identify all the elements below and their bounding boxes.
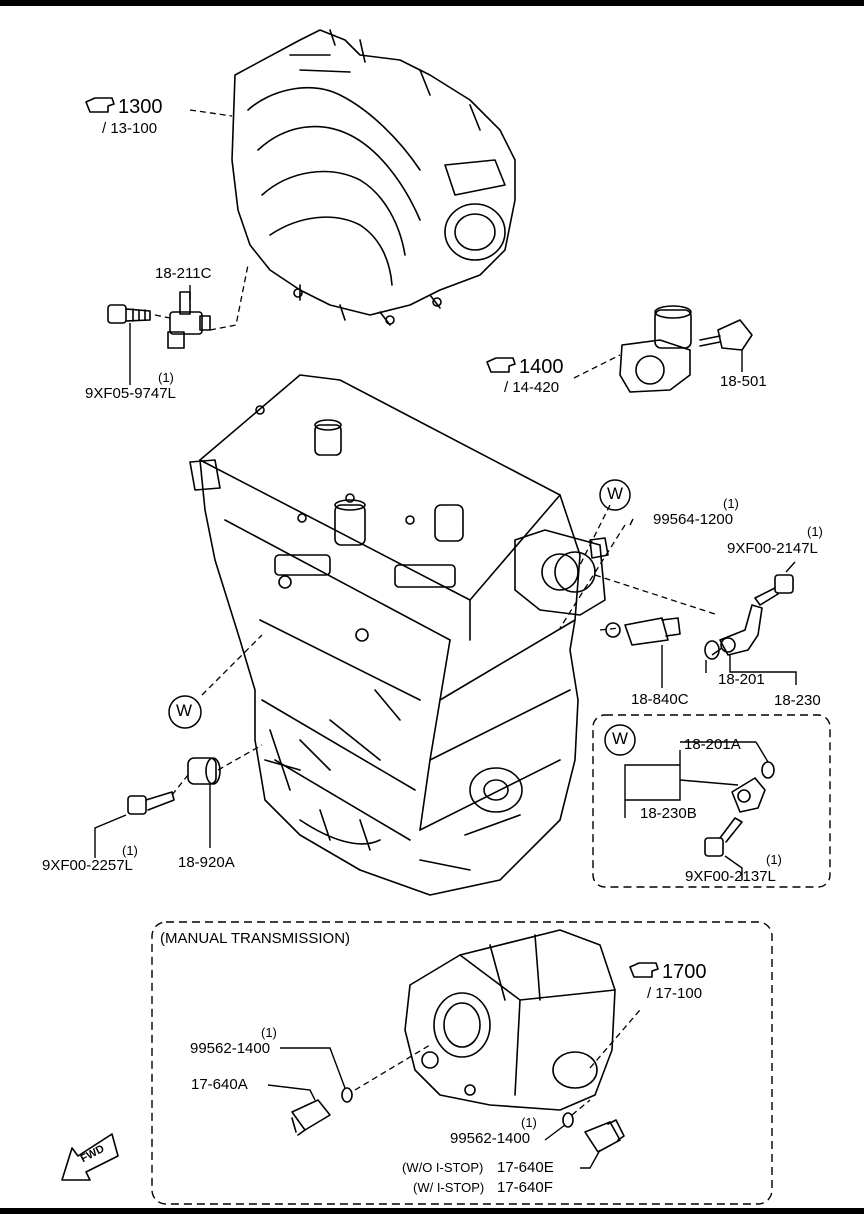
w-detail-box (592, 714, 831, 888)
note-w-istop: (W/ I-STOP) (413, 1180, 485, 1195)
label-9XF00-2257L: 9XF00-2257L (42, 857, 133, 874)
label-99564-1200: 99564-1200 (653, 511, 734, 528)
ref-1300-id: 1300 (118, 96, 163, 118)
callout-w-1: W (607, 484, 624, 503)
qty-2257: (1) (122, 843, 138, 858)
note-wo-istop: (W/O I-STOP) (402, 1160, 484, 1175)
label-9XF05-9747L: 9XF05-9747L (85, 385, 176, 402)
callout-w-circle-1 (599, 479, 631, 511)
label-99562-1400-a: 99562-1400 (190, 1040, 271, 1057)
oring-18-201-drawing (704, 640, 720, 660)
label-18-201: 18-201 (718, 671, 765, 688)
qty-1400-a: (1) (261, 1025, 277, 1040)
label-17-640F: 17-640F (497, 1179, 553, 1196)
cmp-sensor-w-drawing (731, 777, 766, 813)
temp-sensor-drawing (624, 617, 681, 646)
label-18-211C: 18-211C (155, 265, 212, 282)
ref-1300-sub: / 13-100 (102, 120, 158, 137)
label-17-640A: 17-640A (191, 1076, 248, 1093)
qty-9747: (1) (158, 370, 174, 385)
oring-1200-drawing (605, 622, 621, 638)
throttle-body-drawing (619, 305, 692, 393)
label-18-230B: 18-230B (640, 805, 697, 822)
callout-w-circle-3 (604, 724, 636, 756)
intake-manifold-drawing (231, 29, 516, 326)
callout-w-circle-2 (168, 695, 202, 729)
manual-transmission-title: (MANUAL TRANSMISSION) (160, 930, 351, 947)
bolt-2147-drawing (754, 574, 794, 606)
bolt-9747-drawing (107, 304, 151, 324)
pointing-hand-icon (85, 97, 659, 978)
engine-block-drawing (189, 374, 609, 896)
map-sensor-drawing (167, 291, 211, 349)
label-9XF00-2137L: 9XF00-2137L (685, 868, 776, 885)
fwd-arrow-drawing (61, 1133, 119, 1181)
bolt-2257-drawing (127, 791, 175, 815)
neutral-switch-drawing (584, 1119, 625, 1153)
oil-pressure-switch-drawing (699, 319, 753, 351)
bottom-border (0, 1208, 864, 1214)
callout-w-2: W (176, 701, 193, 720)
oring-18-201A-drawing (761, 761, 775, 779)
ref-1700-id: 1700 (662, 961, 707, 983)
manual-transmission-box (151, 921, 773, 1205)
label-17-640E: 17-640E (497, 1159, 554, 1176)
cmp-sensor-drawing (719, 604, 763, 656)
ref-1700-sub: / 17-100 (647, 985, 703, 1002)
label-99562-1400-b: 99562-1400 (450, 1130, 531, 1147)
callout-w-3: W (612, 729, 629, 748)
top-border (0, 0, 864, 6)
label-9XF00-2147L: 9XF00-2147L (727, 540, 818, 557)
ref-1400-sub: / 14-420 (504, 379, 560, 396)
gasket-1400-b-drawing (562, 1112, 574, 1128)
gasket-1400-a-drawing (341, 1087, 353, 1103)
qty-2147: (1) (807, 524, 823, 539)
knock-sensor-drawing (187, 757, 221, 785)
reverse-switch-a-drawing (291, 1099, 331, 1136)
qty-2137: (1) (766, 852, 782, 867)
label-18-920A: 18-920A (178, 854, 235, 871)
label-18-201A: 18-201A (684, 736, 741, 753)
transmission-drawing (404, 929, 616, 1111)
label-18-501: 18-501 (720, 373, 767, 390)
label-18-230: 18-230 (774, 692, 821, 709)
ref-1400-id: 1400 (519, 356, 564, 378)
qty-1200: (1) (723, 496, 739, 511)
qty-1400-b: (1) (521, 1115, 537, 1130)
label-18-840C: 18-840C (631, 691, 689, 708)
bolt-2137-drawing (704, 817, 743, 857)
